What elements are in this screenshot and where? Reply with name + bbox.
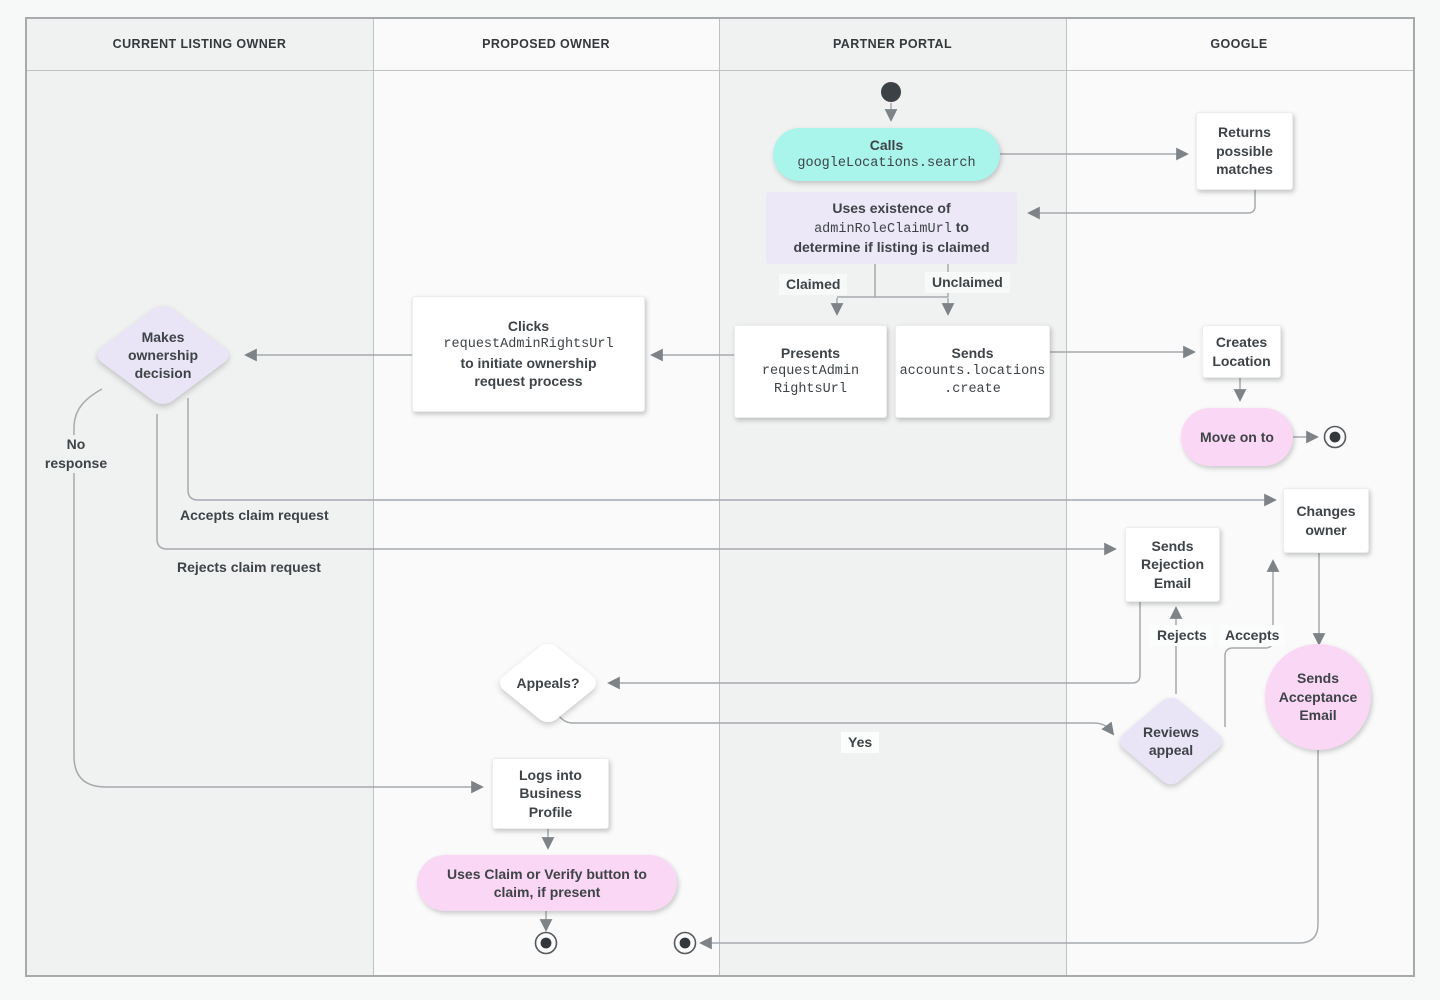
start-node bbox=[881, 82, 901, 102]
node-clicks-requestadminrightsurl: Clicks requestAdminRightsUrl to initiate… bbox=[412, 296, 645, 412]
node-uses-existence: Uses existence of adminRoleClaimUrl to d… bbox=[766, 192, 1017, 264]
node-appeals-decision: Appeals? bbox=[491, 633, 605, 733]
lane-title-partner-portal: PARTNER PORTAL bbox=[832, 36, 953, 51]
node-reviews-appeal: Reviews appeal bbox=[1111, 686, 1231, 796]
node-move-on-to: Move on to bbox=[1181, 408, 1293, 466]
header-divider bbox=[25, 70, 1413, 71]
edge-label-yes: Yes bbox=[841, 732, 880, 753]
node-sends-accounts-locations-create: Sends accounts.locations .create bbox=[895, 325, 1050, 418]
lane-current-listing-owner bbox=[26, 17, 373, 975]
lane-title-proposed-owner: PROPOSED OWNER bbox=[482, 36, 610, 51]
node-calls-googlelocations-search: Calls googleLocations.search bbox=[773, 128, 1000, 181]
edge-label-unclaimed: Unclaimed bbox=[925, 272, 1010, 293]
node-creates-location: Creates Location bbox=[1202, 325, 1281, 378]
lane-title-current-listing-owner: CURRENT LISTING OWNER bbox=[112, 36, 287, 51]
node-logs-into-business-profile: Logs into Business Profile bbox=[492, 758, 609, 829]
node-makes-ownership-decision: Makes ownership decision bbox=[88, 285, 238, 425]
edge-label-accepts: Accepts bbox=[1218, 625, 1287, 646]
lane-divider bbox=[719, 17, 720, 975]
end-nodes bbox=[534, 425, 1347, 955]
node-sends-rejection-email: Sends Rejection Email bbox=[1125, 527, 1220, 602]
edge-label-accepts-claim-request: Accepts claim request bbox=[180, 507, 329, 523]
edge-label-rejects: Rejects bbox=[1150, 625, 1214, 646]
edge-label-no-response: No response bbox=[39, 435, 113, 473]
node-returns-possible-matches: Returns possible matches bbox=[1196, 112, 1293, 190]
node-sends-acceptance-email: Sends Acceptance Email bbox=[1265, 644, 1371, 750]
lane-divider bbox=[1066, 17, 1067, 975]
node-changes-owner: Changes owner bbox=[1283, 488, 1369, 553]
lane-title-google: GOOGLE bbox=[1210, 36, 1268, 51]
edge-label-claimed: Claimed bbox=[779, 274, 848, 295]
lane-divider bbox=[373, 17, 374, 975]
node-presents-requestadminrightsurl: Presents requestAdmin RightsUrl bbox=[734, 325, 887, 418]
node-uses-claim-or-verify: Uses Claim or Verify button to claim, if… bbox=[417, 855, 677, 911]
edge-label-rejects-claim-request: Rejects claim request bbox=[177, 559, 321, 575]
